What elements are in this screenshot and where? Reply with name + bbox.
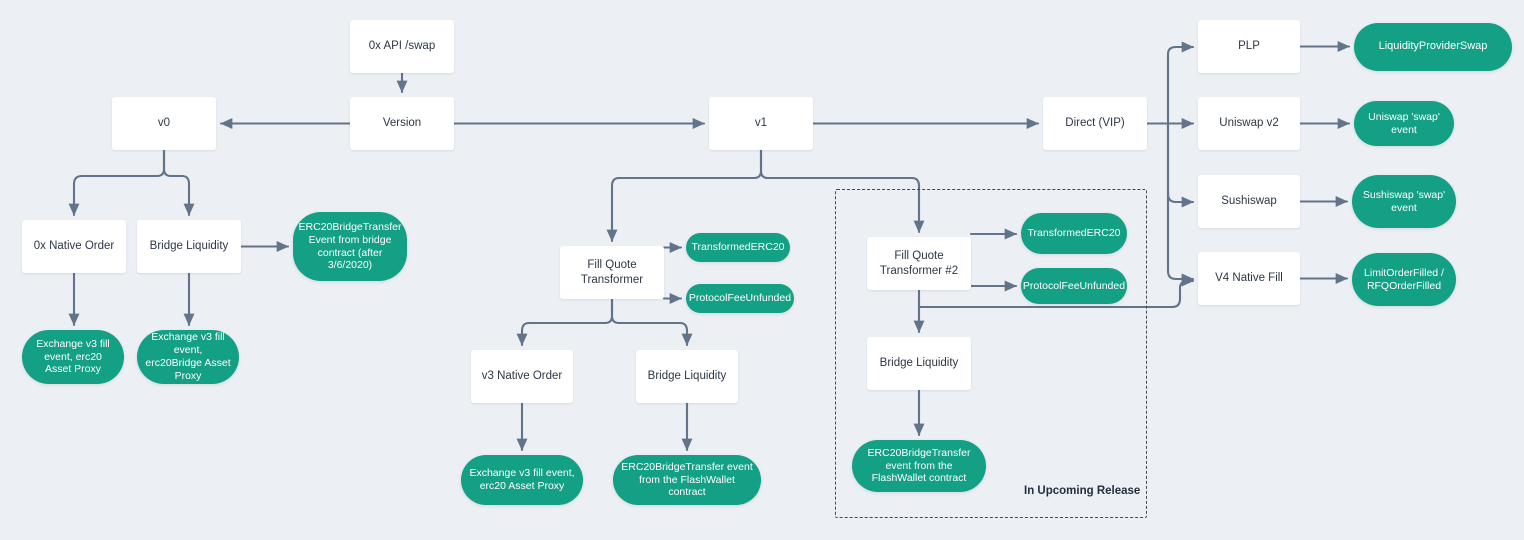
node-fill-quote-transformer-2[interactable]: Fill Quote Transformer #2	[867, 237, 971, 290]
node-erc20bridgetransfer-flashwallet-2[interactable]: ERC20BridgeTransfer event from the Flash…	[852, 440, 986, 492]
node-exchange-v3-erc20bridge-asset-proxy[interactable]: Exchange v3 fill event, erc20Bridge Asse…	[137, 330, 239, 384]
node-limitorderfilled-rfqorderfilled[interactable]: LimitOrderFilled / RFQOrderFilled	[1352, 253, 1456, 306]
edge-direct-to-sushiswap	[1166, 122, 1195, 208]
node-liquidityproviderswap[interactable]: LiquidityProviderSwap	[1354, 23, 1512, 71]
node-0x-native-order[interactable]: 0x Native Order	[22, 220, 126, 273]
node-sushiswap[interactable]: Sushiswap	[1198, 175, 1300, 228]
node-transformederc20-1[interactable]: TransformedERC20	[686, 233, 790, 262]
node-erc20bridgetransfer-flashwallet-1[interactable]: ERC20BridgeTransfer event from the Flash…	[613, 455, 761, 505]
node-erc20bridgetransfer-bridge-contract[interactable]: ERC20BridgeTransfer Event from bridge co…	[293, 212, 407, 281]
node-api-swap[interactable]: 0x API /swap	[350, 20, 454, 73]
node-v3-native-order[interactable]: v3 Native Order	[471, 350, 573, 403]
node-sushiswap-swap-event[interactable]: Sushiswap 'swap' event	[1352, 175, 1456, 228]
node-protocolfeeunfunded-2[interactable]: ProtocolFeeUnfunded	[1021, 268, 1127, 304]
node-bridge-liquidity-v1[interactable]: Bridge Liquidity	[636, 350, 738, 403]
node-v0[interactable]: v0	[112, 97, 216, 150]
node-protocolfeeunfunded-1[interactable]: ProtocolFeeUnfunded	[686, 284, 794, 313]
node-version[interactable]: Version	[350, 97, 454, 150]
node-direct-vip[interactable]: Direct (VIP)	[1043, 97, 1147, 150]
edge-fqt-to-v3native	[516, 297, 614, 347]
edge-v1-to-fqt	[606, 148, 763, 243]
node-bridge-liquidity-v2[interactable]: Bridge Liquidity	[867, 337, 971, 390]
node-exchange-v3-fill-event-erc20[interactable]: Exchange v3 fill event, erc20 Asset Prox…	[461, 455, 583, 505]
edge-direct-to-v4native	[1166, 122, 1195, 285]
node-transformederc20-2[interactable]: TransformedERC20	[1021, 213, 1127, 254]
edge-v0-to-bridge-liq	[162, 148, 195, 217]
node-fill-quote-transformer[interactable]: Fill Quote Transformer	[560, 246, 664, 299]
node-bridge-liquidity-v0[interactable]: Bridge Liquidity	[137, 220, 241, 273]
edge-direct-to-plp	[1145, 41, 1195, 125]
node-uniswap-v2[interactable]: Uniswap v2	[1198, 97, 1300, 150]
node-v4-native-fill[interactable]: V4 Native Fill	[1198, 252, 1300, 305]
node-v1[interactable]: v1	[709, 97, 813, 150]
edge-fqt-to-bridgeliq-v1	[610, 297, 693, 347]
node-plp[interactable]: PLP	[1198, 20, 1300, 73]
upcoming-release-label: In Upcoming Release	[1024, 485, 1141, 497]
node-exchange-v3-erc20-asset-proxy[interactable]: Exchange v3 fill event, erc20 Asset Prox…	[22, 330, 124, 384]
edge-v0-to-native-order	[68, 148, 166, 217]
upcoming-release-region	[835, 189, 1147, 518]
node-uniswap-swap-event[interactable]: Uniswap 'swap' event	[1354, 101, 1454, 146]
